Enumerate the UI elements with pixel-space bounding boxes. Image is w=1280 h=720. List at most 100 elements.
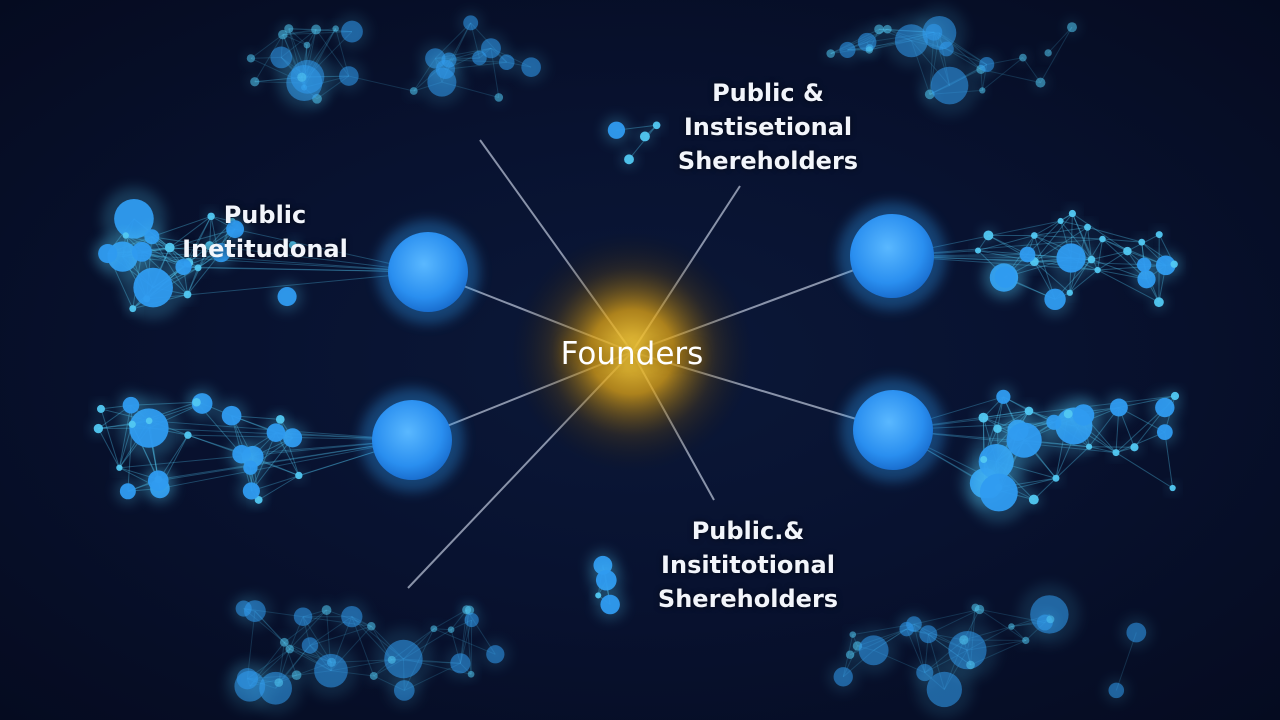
network-node [270,46,293,69]
network-link [187,216,212,263]
network-node [595,569,617,591]
network-node [1138,238,1146,246]
network-node [131,241,152,262]
network-node [314,653,348,688]
network-node [1057,217,1064,225]
label-top-right-line-3: Shereholders [677,147,859,175]
network-node [284,24,294,34]
network-node [246,54,256,63]
network-link [107,253,429,273]
network-node [607,121,626,139]
network-node [975,247,982,254]
network-link [258,475,300,501]
network-link [1069,269,1098,294]
label-top-right-line-1: Public & [712,79,824,107]
network-node [339,66,359,86]
network-node [129,408,169,448]
network-node [979,56,995,73]
network-link [169,215,212,249]
network-node [1031,232,1038,239]
network-node [266,423,286,442]
network-node [311,24,322,35]
network-node [1094,266,1101,274]
network-node [288,241,297,250]
network-node [652,121,661,130]
network-node [464,612,479,628]
network-node [277,287,297,307]
network-link [979,609,1027,641]
network-node [1087,255,1096,264]
network-node [1109,398,1128,417]
network-node [833,667,853,687]
network-node [481,38,501,59]
network-node [1035,77,1046,88]
network-node [1044,49,1052,57]
founders-node-label: Founders [560,336,704,372]
network-node [858,635,889,666]
network-node [341,605,363,628]
label-left-line-1: Public [223,201,307,229]
network-node [279,637,289,647]
network-node [1068,209,1077,218]
network-link [1097,269,1160,303]
network-node [1019,246,1036,263]
network-link [1034,226,1088,236]
network-node [919,625,938,644]
network-node [1108,682,1125,699]
network-node [1008,623,1015,630]
network-link [1089,446,1135,448]
network-node [297,72,307,82]
network-node [826,49,836,58]
network-link [981,57,1024,91]
hub-node [388,232,468,312]
network-node [321,605,332,615]
network-node [236,668,259,690]
network-link [100,408,120,468]
network-node [1072,404,1095,426]
network-node [387,655,396,664]
label-top-right: Public & Instisetional Shereholders [660,76,876,178]
network-node [128,420,136,428]
network-node [1130,443,1139,452]
network-node [98,243,118,264]
network-node [463,15,479,31]
network-node [467,670,475,678]
hub-node [372,400,452,480]
network-node [1085,443,1093,450]
network-link [1087,226,1142,243]
label-top-right-line-2: Instisetional [683,113,853,141]
network-node [1156,424,1173,441]
network-node [250,77,260,87]
network-node [996,389,1011,404]
network-node [930,66,969,105]
network-node [183,290,192,299]
network-node [1126,622,1147,643]
network-node [122,232,129,239]
network-node [369,671,378,680]
network-node [1155,231,1163,239]
network-node [211,242,231,263]
label-bottom-line-1: Public.& [691,517,805,545]
network-node [430,625,438,633]
label-bottom-line-3: Shereholders [657,585,839,613]
network-node [1028,494,1039,505]
network-node [409,87,418,95]
hub-node [853,390,933,470]
network-node [494,93,504,102]
network-node [133,267,173,308]
network-node [1052,474,1060,482]
network-node [119,483,136,500]
network-node [147,470,169,492]
network-node [1044,288,1066,311]
network-node [274,678,284,687]
network-node [865,46,873,54]
network-link [1033,213,1073,262]
network-node [971,603,980,612]
network-node [384,639,423,679]
network-node [301,637,319,654]
network-link [1102,238,1142,243]
network-node [624,154,634,165]
label-bottom: Public.& Insititotional Shereholders [640,514,856,616]
